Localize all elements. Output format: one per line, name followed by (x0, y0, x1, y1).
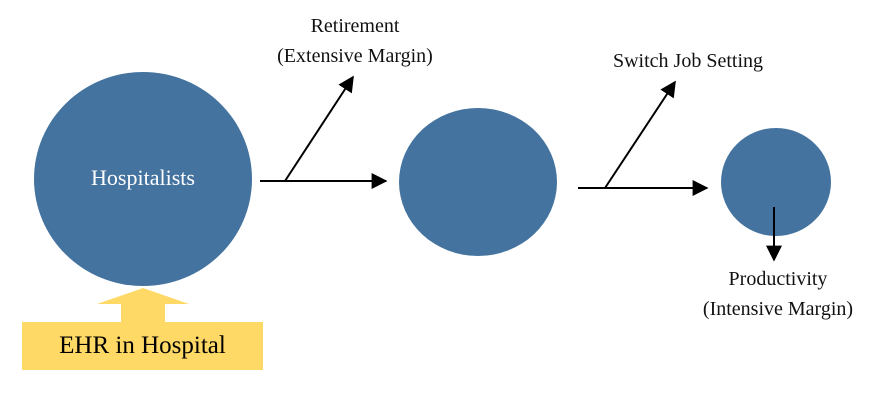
ehr-in-hospital-box: EHR in Hospital (22, 322, 263, 370)
hospitalists-circle (34, 72, 252, 286)
ehr-label: EHR in Hospital (59, 332, 226, 359)
productivity-label: Productivity (728, 268, 828, 290)
ehr-up-arrow (97, 288, 189, 322)
hospitalists-label: Hospitalists (91, 165, 195, 190)
final-circle (721, 128, 831, 236)
retirement-sublabel: (Extensive Margin) (277, 45, 433, 67)
switch-job-label: Switch Job Setting (612, 50, 763, 72)
retirement-arrow (284, 75, 354, 182)
retirement-label: Retirement (310, 15, 400, 37)
productivity-sublabel: (Intensive Margin) (702, 298, 854, 320)
switch-job-arrow (604, 80, 676, 189)
middle-circle (399, 108, 557, 256)
